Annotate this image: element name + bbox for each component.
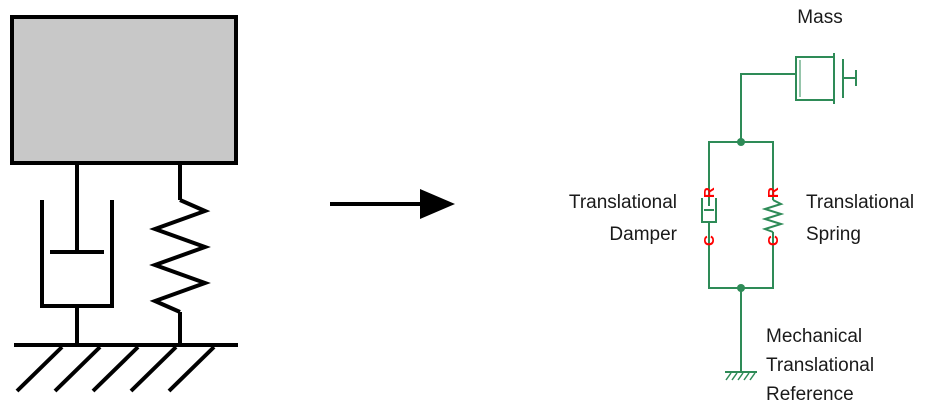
damper-block-icon[interactable]	[701, 185, 717, 242]
simscape-model: R C R C Mass Translational Damper Transl…	[569, 7, 914, 405]
reference-label-line3: Reference	[766, 384, 854, 405]
reference-label-line2: Translational	[766, 355, 874, 376]
spring-port-r: R	[765, 187, 782, 198]
damper-port-c: C	[701, 235, 718, 246]
reference-label-line1: Mechanical	[766, 326, 862, 347]
ground-symbol	[14, 343, 238, 393]
junction-bottom	[737, 284, 745, 292]
damper-symbol	[40, 163, 114, 345]
mechanical-schematic	[10, 15, 238, 393]
mass-label: Mass	[797, 7, 842, 28]
reference-block-icon[interactable]	[725, 371, 757, 381]
mass-block	[10, 15, 238, 165]
damper-port-r: R	[701, 187, 718, 198]
spring-port-c: C	[765, 235, 782, 246]
mass-block-icon[interactable]	[795, 53, 857, 104]
transform-arrow	[330, 189, 455, 219]
spring-label-line1: Translational	[806, 192, 914, 213]
spring-block-icon[interactable]	[761, 185, 785, 242]
junction-top	[737, 138, 745, 146]
spring-label-line2: Spring	[806, 224, 861, 245]
damper-label-line2: Damper	[609, 224, 677, 245]
damper-label-line1: Translational	[569, 192, 677, 213]
spring-symbol	[149, 163, 211, 345]
